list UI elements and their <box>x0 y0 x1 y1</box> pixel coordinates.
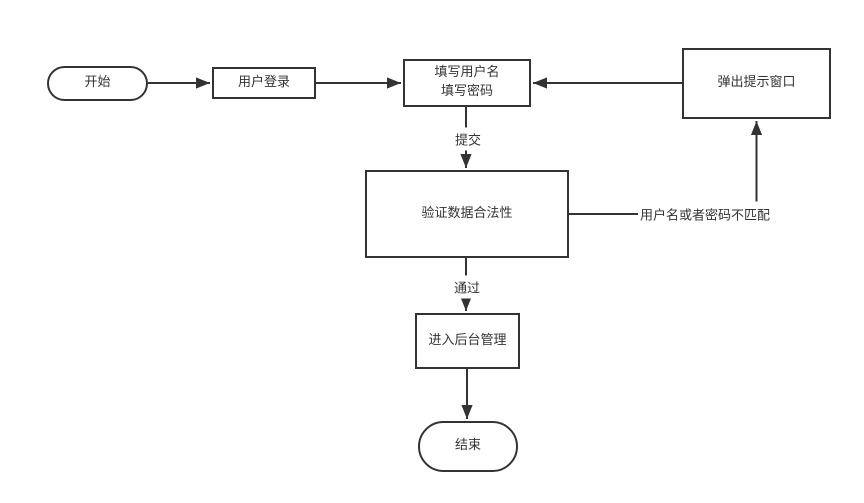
user-login-node: 用户登录 <box>212 67 316 99</box>
edge-label-submit: 提交 <box>451 127 485 151</box>
edge-label-pass: 通过 <box>450 275 484 299</box>
start-node: 开始 <box>47 66 148 101</box>
edge-verify-popup <box>569 121 763 215</box>
verify-data-node: 验证数据合法性 <box>365 170 569 258</box>
popup-prompt-node: 弹出提示窗口 <box>682 48 831 119</box>
end-node: 结束 <box>418 421 518 472</box>
edge-label-mismatch: 用户名或者密码不匹配 <box>637 201 785 227</box>
fill-credentials-node: 填写用户名 填写密码 <box>403 59 531 107</box>
enter-admin-node: 进入后台管理 <box>415 313 520 369</box>
